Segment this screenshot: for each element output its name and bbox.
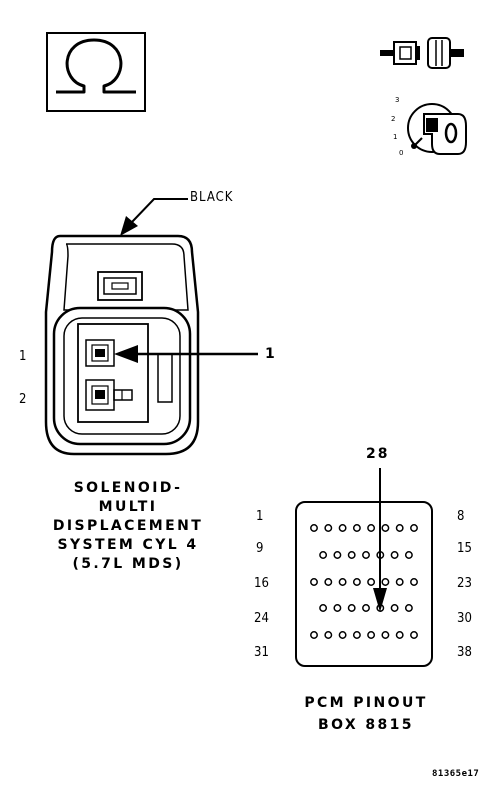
pcm-pin	[333, 551, 342, 559]
pin-row-end-label: 38	[457, 645, 472, 660]
pcm-pin	[362, 551, 370, 559]
pin-row-end-label: 8	[457, 509, 465, 524]
pcm-pin	[395, 524, 404, 532]
pin-row-start-label: 16	[254, 576, 269, 591]
pcm-pin	[395, 631, 404, 639]
pcm-pin	[395, 578, 404, 586]
ignition-key-icon	[407, 103, 467, 155]
pin-row-start-label: 9	[256, 541, 264, 556]
pcm-pin	[352, 578, 361, 586]
pcm-pin	[310, 524, 318, 532]
pcm-pin	[410, 524, 418, 532]
caption-line: MULTI DISPLACEMENT	[52, 499, 204, 534]
pcm-pin	[362, 604, 370, 612]
pcm-pin	[352, 524, 361, 532]
caption-line: BOX 8815	[318, 717, 414, 733]
pcm-pin	[352, 631, 361, 639]
pcm-pin	[338, 578, 347, 586]
pcm-pinout-box	[295, 501, 433, 667]
pin-callout-arrow	[373, 468, 387, 612]
cavity-callout-arrow	[114, 345, 258, 363]
connector-color-label: BLACK	[190, 190, 234, 205]
cavity-callout: 1	[265, 346, 277, 362]
pcm-pin	[390, 551, 399, 559]
color-label-leader	[120, 198, 188, 236]
pin-row-start-label: 1	[256, 509, 264, 524]
key-position-label: 0	[399, 149, 404, 157]
resistance-symbol-icon	[46, 32, 146, 112]
caption-line: PCM PINOUT	[304, 695, 428, 711]
connector-disconnect-icon	[380, 37, 464, 69]
pcm-pin	[338, 524, 347, 532]
pcm-pin-grid	[310, 524, 418, 639]
pcm-pin	[319, 604, 328, 612]
pin-row-end-label: 15	[457, 541, 472, 556]
pin-row-end-label: 23	[457, 576, 472, 591]
pcm-pin	[310, 631, 318, 639]
pcm-pin	[319, 551, 328, 559]
pcm-pin	[338, 631, 347, 639]
pcm-pin	[324, 524, 333, 532]
caption-line: SOLENOID-	[73, 480, 183, 496]
pcm-pin	[390, 604, 399, 612]
pcm-pin	[381, 578, 390, 586]
key-position-label: 2	[391, 115, 396, 123]
connector-caption: SOLENOID- MULTI DISPLACEMENT SYSTEM CYL …	[20, 479, 236, 574]
pin-row-start-label: 24	[254, 611, 269, 626]
pcm-pin	[367, 578, 376, 586]
pcm-pin	[367, 631, 376, 639]
pin-row-start-label: 31	[254, 645, 269, 660]
caption-line: (5.7L MDS)	[72, 556, 184, 572]
pcm-pin	[367, 524, 376, 532]
pcm-pin	[404, 551, 413, 559]
key-position-label: 1	[393, 133, 398, 141]
pcm-pin	[333, 604, 342, 612]
pcm-pin	[324, 631, 333, 639]
pcm-caption: PCM PINOUT BOX 8815	[282, 692, 450, 736]
key-position-label: 3	[395, 96, 400, 104]
pcm-pin	[381, 631, 390, 639]
figure-id: 81365e17	[432, 769, 480, 779]
pcm-pin	[410, 631, 418, 639]
pcm-pin	[324, 578, 333, 586]
pcm-pin	[347, 551, 356, 559]
pin-callout: 28	[366, 446, 390, 462]
pcm-pin	[347, 604, 356, 612]
pcm-pin	[410, 578, 418, 586]
cavity-label: 1	[19, 349, 27, 364]
cavity-label: 2	[19, 392, 27, 407]
pcm-pin	[404, 604, 413, 612]
pcm-pin	[310, 578, 318, 586]
connector-face	[44, 234, 200, 456]
caption-line: SYSTEM CYL 4	[57, 537, 199, 553]
pin-row-end-label: 30	[457, 611, 472, 626]
pcm-pin	[381, 524, 390, 532]
